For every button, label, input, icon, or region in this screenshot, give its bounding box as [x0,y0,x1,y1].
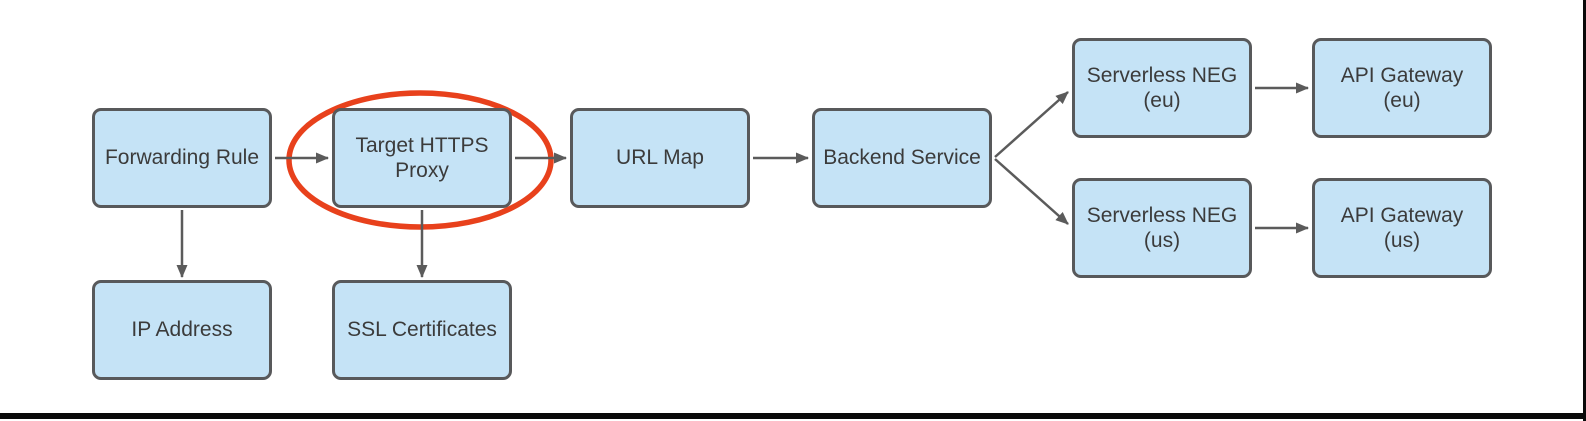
node-api-gateway-us: API Gateway (us) [1312,178,1492,278]
node-serverless-neg-us-label: Serverless NEG (us) [1086,203,1238,252]
node-ip-address: IP Address [92,280,272,380]
node-backend-service: Backend Service [812,108,992,208]
node-serverless-neg-eu-label: Serverless NEG (eu) [1086,63,1238,112]
node-ssl-certificates-label: SSL Certificates [347,318,497,342]
node-backend-service-label: Backend Service [823,146,981,170]
node-target-https-proxy: Target HTTPS Proxy [332,108,512,208]
frame-bottom-border [0,413,1586,419]
node-serverless-neg-us: Serverless NEG (us) [1072,178,1252,278]
node-target-https-proxy-label: Target HTTPS Proxy [355,133,489,182]
edge-backend-service-to-serverless-neg-eu [994,91,1069,158]
node-ip-address-label: IP Address [131,318,233,342]
node-api-gateway-eu-label: API Gateway (eu) [1340,63,1464,112]
frame-right-border [1583,0,1586,421]
node-forwarding-rule-label: Forwarding Rule [104,146,260,170]
edge-backend-service-to-serverless-neg-us [994,158,1069,225]
node-url-map-label: URL Map [616,146,704,170]
node-ssl-certificates: SSL Certificates [332,280,512,380]
node-api-gateway-eu: API Gateway (eu) [1312,38,1492,138]
node-url-map: URL Map [570,108,750,208]
node-forwarding-rule: Forwarding Rule [92,108,272,208]
node-api-gateway-us-label: API Gateway (us) [1340,203,1464,252]
node-serverless-neg-eu: Serverless NEG (eu) [1072,38,1252,138]
